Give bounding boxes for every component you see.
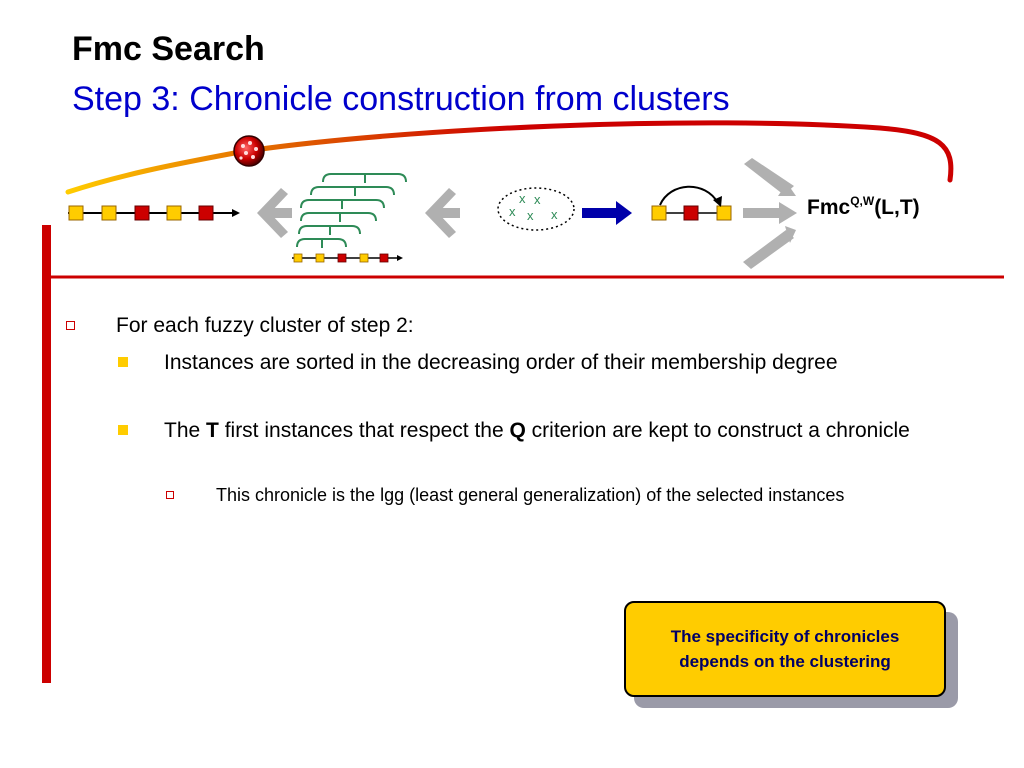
chronicle-graph — [651, 185, 732, 221]
left-accent-bar-lower — [42, 285, 51, 683]
small-sequence — [292, 253, 403, 263]
window-brackets — [296, 173, 407, 248]
specificity-note: The specificity of chronicles depends on… — [624, 601, 946, 697]
logo-ball-icon — [233, 135, 265, 167]
fmc-superscript: Q,W — [850, 194, 875, 208]
cluster-point: x — [527, 208, 534, 223]
bullet-marker-level2 — [118, 357, 128, 367]
bullet-level2-sorted: Instances are sorted in the decreasing o… — [164, 351, 838, 374]
note-text: The specificity of chronicles depends on… — [670, 627, 900, 671]
bullet-level2-first-instances: The T first instances that respect the Q… — [164, 419, 910, 442]
gray-arrow-group-1 — [257, 188, 292, 238]
fmc-label: FmcQ,W(L,T) — [807, 194, 920, 220]
bullet-level3-lgg: This chronicle is the lgg (least general… — [216, 485, 845, 505]
gray-arrows-right — [743, 158, 797, 269]
input-sequence — [68, 205, 240, 221]
cluster-point: x — [509, 204, 516, 219]
decorative-swoosh — [65, 120, 954, 195]
bullet-level1: For each fuzzy cluster of step 2: — [116, 314, 414, 337]
left-accent-bar — [42, 225, 51, 285]
cluster-point: x — [534, 192, 541, 207]
pipeline-diagram: x x x x x — [42, 120, 1004, 285]
bullet-marker-level1 — [66, 321, 75, 330]
blue-arrow — [582, 201, 632, 225]
bullet-marker-level3 — [166, 491, 174, 499]
cluster-point: x — [519, 191, 526, 206]
bullet-marker-level2 — [118, 425, 128, 435]
slide-title: Fmc Search — [72, 30, 265, 68]
cluster-ellipse — [497, 187, 575, 231]
slide-subtitle: Step 3: Chronicle construction from clus… — [72, 80, 730, 118]
cluster-points: x x x x x — [509, 191, 558, 223]
gray-arrow-group-2 — [425, 188, 460, 238]
fmc-args: (L,T) — [874, 196, 920, 219]
cluster-point: x — [551, 207, 558, 222]
fmc-main: Fmc — [807, 196, 851, 219]
